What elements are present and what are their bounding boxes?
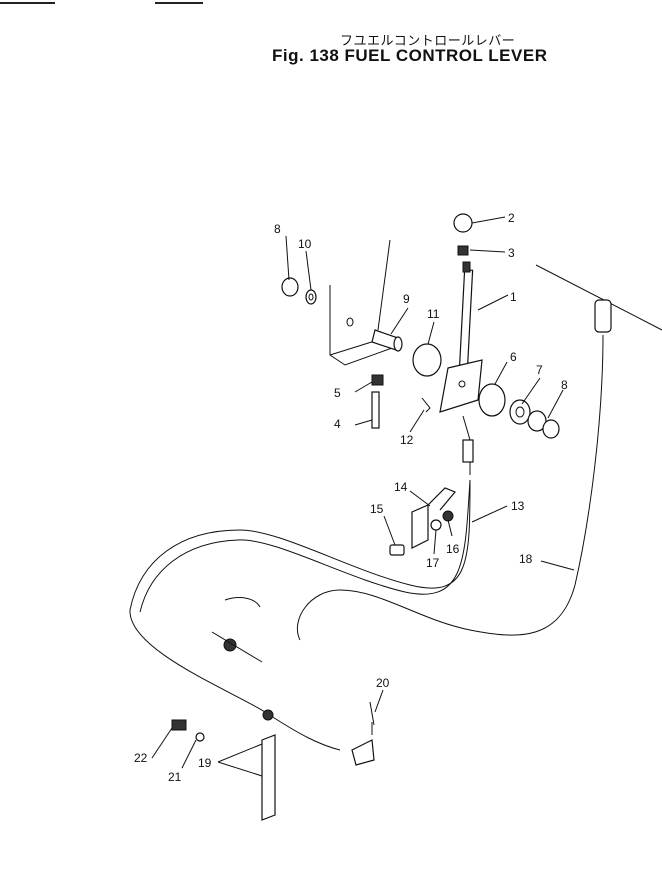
callout-2: 2 xyxy=(508,211,515,225)
header-rule-left xyxy=(0,2,55,4)
callout-21: 21 xyxy=(168,770,182,784)
plate-bolt-part xyxy=(171,719,187,731)
callout-18: 18 xyxy=(519,552,533,566)
header-rule-mid xyxy=(155,2,203,4)
stopper-bolt-part xyxy=(371,391,380,429)
plate-washer-part xyxy=(195,732,205,742)
cable-clamp-part xyxy=(223,638,237,652)
callout-5: 5 xyxy=(334,386,341,400)
callout-4: 4 xyxy=(334,417,341,431)
right-disc-part xyxy=(478,383,506,417)
callout-8-left: 8 xyxy=(274,222,281,236)
callout-22: 22 xyxy=(134,751,148,765)
callout-13: 13 xyxy=(511,499,525,513)
callout-3: 3 xyxy=(508,246,515,260)
leader-lines xyxy=(151,216,575,777)
rod-end-part xyxy=(351,739,375,766)
figure-title: Fig. 138 FUEL CONTROL LEVER xyxy=(272,46,548,65)
stop-knob-part xyxy=(594,299,612,333)
cable-plate-part xyxy=(261,734,276,821)
right-nut-part xyxy=(527,410,547,432)
callout-20: 20 xyxy=(376,676,390,690)
callout-labels: 1 2 3 4 5 6 7 8 8 9 10 11 12 13 14 15 16… xyxy=(134,211,568,784)
bracket-nut-part xyxy=(442,510,454,522)
callout-8-right: 8 xyxy=(561,378,568,392)
fuel-lever-part xyxy=(439,261,483,413)
figure-title-japanese: フユエルコントロールレバー xyxy=(340,34,516,49)
right-washer-part xyxy=(509,399,531,425)
left-nut-part xyxy=(281,277,299,297)
bracket-washer-part xyxy=(430,519,442,531)
lever-knob-part xyxy=(453,213,473,233)
knob-nut-part xyxy=(457,245,469,256)
callout-15: 15 xyxy=(370,502,384,516)
left-washer-part xyxy=(305,289,317,305)
callout-6: 6 xyxy=(510,350,517,364)
pivot-bolt-part xyxy=(371,329,403,352)
mounting-panel xyxy=(329,239,393,366)
callout-11: 11 xyxy=(427,307,440,321)
bracket-bolt-part xyxy=(389,544,405,556)
stopper-nut-part xyxy=(371,374,384,386)
callout-19: 19 xyxy=(198,756,212,770)
callout-16: 16 xyxy=(446,542,460,556)
stop-cable-part xyxy=(296,334,604,641)
callout-17: 17 xyxy=(426,556,440,570)
callout-14: 14 xyxy=(394,480,408,494)
callout-7: 7 xyxy=(536,363,543,377)
callout-1: 1 xyxy=(510,290,517,304)
callout-12: 12 xyxy=(400,433,414,447)
friction-disc-part xyxy=(412,343,442,377)
callout-10: 10 xyxy=(298,237,312,251)
cable-bracket-part xyxy=(411,415,474,549)
cotter-pin-part xyxy=(421,397,431,413)
callout-9: 9 xyxy=(403,292,410,306)
clevis-pin-part xyxy=(369,701,375,735)
